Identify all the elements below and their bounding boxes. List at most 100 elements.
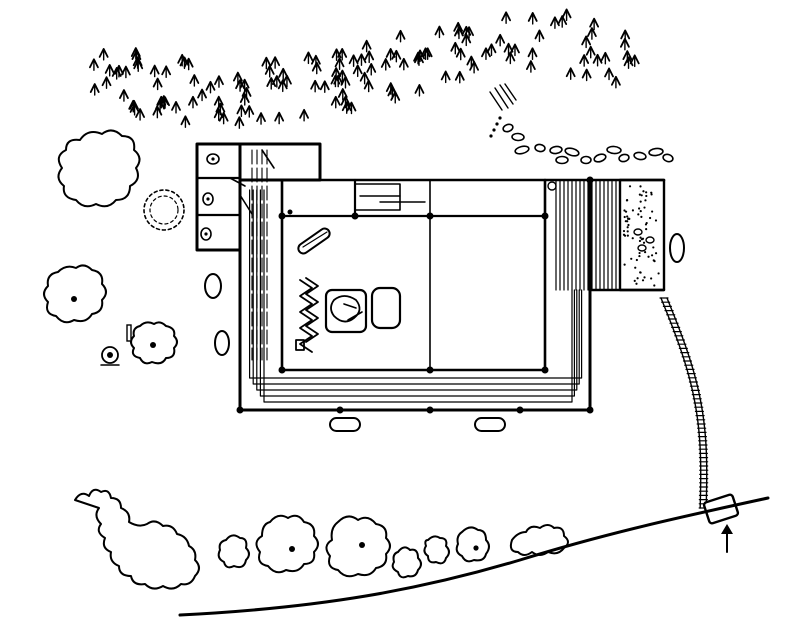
conifer-tree-icon xyxy=(390,91,401,104)
stepping-stone-icon xyxy=(662,153,674,163)
stepping-stone-icon xyxy=(502,123,514,133)
conifer-tree-icon xyxy=(256,112,266,125)
conifer-tree-icon xyxy=(525,60,536,73)
conifer-tree-icon xyxy=(440,70,451,84)
conifer-tree-icon xyxy=(454,70,465,84)
deciduous-tree-medium xyxy=(43,264,107,324)
conifer-tree-icon xyxy=(420,47,431,61)
hatched-rock xyxy=(489,83,517,111)
stepping-stone-icon xyxy=(648,147,664,157)
conifer-tree-icon xyxy=(264,65,275,78)
conifer-tree-icon xyxy=(366,62,377,76)
conifer-tree-icon xyxy=(331,48,342,61)
conifer-tree-icon xyxy=(261,56,272,70)
stepping-stone-icon xyxy=(606,145,622,155)
conifer-tree-icon xyxy=(585,45,596,59)
step-stone-west xyxy=(204,273,230,356)
small-post xyxy=(126,324,132,342)
conifer-tree-icon xyxy=(587,27,597,40)
conifer-tree-icon xyxy=(495,33,506,47)
conifer-tree-icon xyxy=(414,53,424,66)
veranda-boards xyxy=(249,149,583,403)
conifer-tree-icon xyxy=(455,47,466,61)
conifer-tree-icon xyxy=(611,75,621,89)
conifer-tree-icon xyxy=(98,48,109,61)
conifer-tree-icon xyxy=(579,54,590,67)
conifer-tree-icon xyxy=(104,63,115,77)
dashed-circle-feature xyxy=(143,189,185,231)
conifer-tree-icon xyxy=(604,67,614,81)
conifer-tree-icon xyxy=(340,75,351,89)
conifer-tree-icon xyxy=(527,47,538,61)
lantern xyxy=(100,346,120,366)
conifer-tree-icon xyxy=(135,108,145,121)
conifer-tree-icon xyxy=(161,65,172,79)
conifer-tree-icon xyxy=(152,105,163,119)
step-stone-south xyxy=(329,417,506,432)
conifer-tree-icon xyxy=(346,101,357,115)
conifer-tree-icon xyxy=(398,57,409,71)
conifer-tree-icon xyxy=(501,11,511,24)
stepping-stone-icon xyxy=(514,145,530,155)
conifer-tree-icon xyxy=(152,77,163,91)
conifer-tree-icon xyxy=(234,116,245,129)
conifer-tree-icon xyxy=(303,51,314,65)
conifer-tree-icon xyxy=(239,93,250,106)
stepping-stone-icon xyxy=(555,155,569,165)
conifer-tree-icon xyxy=(232,71,243,85)
conifer-tree-icon xyxy=(218,111,229,125)
conifer-tree-icon xyxy=(236,104,247,118)
conifer-tree-icon xyxy=(581,35,592,49)
folding-screen xyxy=(295,277,319,353)
conifer-tree-icon xyxy=(188,95,198,109)
conifer-tree-icon xyxy=(171,100,181,114)
deciduous-tree-large xyxy=(57,129,141,208)
conifer-tree-icon xyxy=(319,80,330,93)
conifer-tree-icon xyxy=(239,78,250,92)
conifer-tree-icon xyxy=(561,8,572,22)
conifer-tree-icon xyxy=(213,95,224,109)
conifer-tree-icon xyxy=(101,76,112,89)
conifer-tree-icon xyxy=(620,37,630,51)
conifer-tree-icon xyxy=(149,64,160,78)
conifer-tree-icon xyxy=(380,58,391,71)
conifer-tree-icon xyxy=(274,111,285,125)
stepping-stone-icon xyxy=(534,143,546,153)
conifer-tree-icon xyxy=(589,17,600,31)
stepping-stone-path xyxy=(502,123,674,165)
conifer-tree-icon xyxy=(395,29,406,43)
stepping-stone-icon xyxy=(580,155,592,165)
conifer-tree-icon xyxy=(629,54,640,68)
conifer-tree-icon xyxy=(197,88,207,102)
conifer-tree-icon xyxy=(180,115,191,129)
step-stone-east xyxy=(669,233,685,263)
stepping-stone-icon xyxy=(564,147,580,157)
conifer-tree-icon xyxy=(271,75,282,88)
conifer-tree-icon xyxy=(277,79,288,93)
conifer-tree-icon xyxy=(177,53,188,67)
conifer-tree-icon xyxy=(356,53,367,66)
conifer-tree-icon xyxy=(189,74,200,87)
conifer-tree-icon xyxy=(89,83,100,96)
toilet-fixture xyxy=(206,153,220,165)
conifer-tree-icon xyxy=(454,26,464,40)
tea-table xyxy=(324,286,402,334)
dotted-path xyxy=(489,116,502,138)
conifer-tree-icon xyxy=(623,56,634,69)
conifer-tree-icon xyxy=(278,67,289,81)
shrub-row xyxy=(74,488,569,590)
conifer-tree-icon xyxy=(550,16,560,29)
conifer-tree-icon xyxy=(565,67,576,80)
conifer-tree-icon xyxy=(334,57,345,71)
conifer-tree-icon xyxy=(214,75,224,88)
conifer-tree-icon xyxy=(503,42,514,56)
conifer-tree-icon xyxy=(481,47,491,61)
conifer-tree-icon xyxy=(348,54,359,67)
deciduous-tree-small xyxy=(130,321,178,365)
stepping-stone-icon xyxy=(511,132,525,142)
conifer-tree-icon xyxy=(331,67,342,80)
conifer-tree-icon xyxy=(114,64,124,78)
conifer-tree-icon xyxy=(235,79,245,92)
conifer-tree-icon xyxy=(505,51,516,65)
